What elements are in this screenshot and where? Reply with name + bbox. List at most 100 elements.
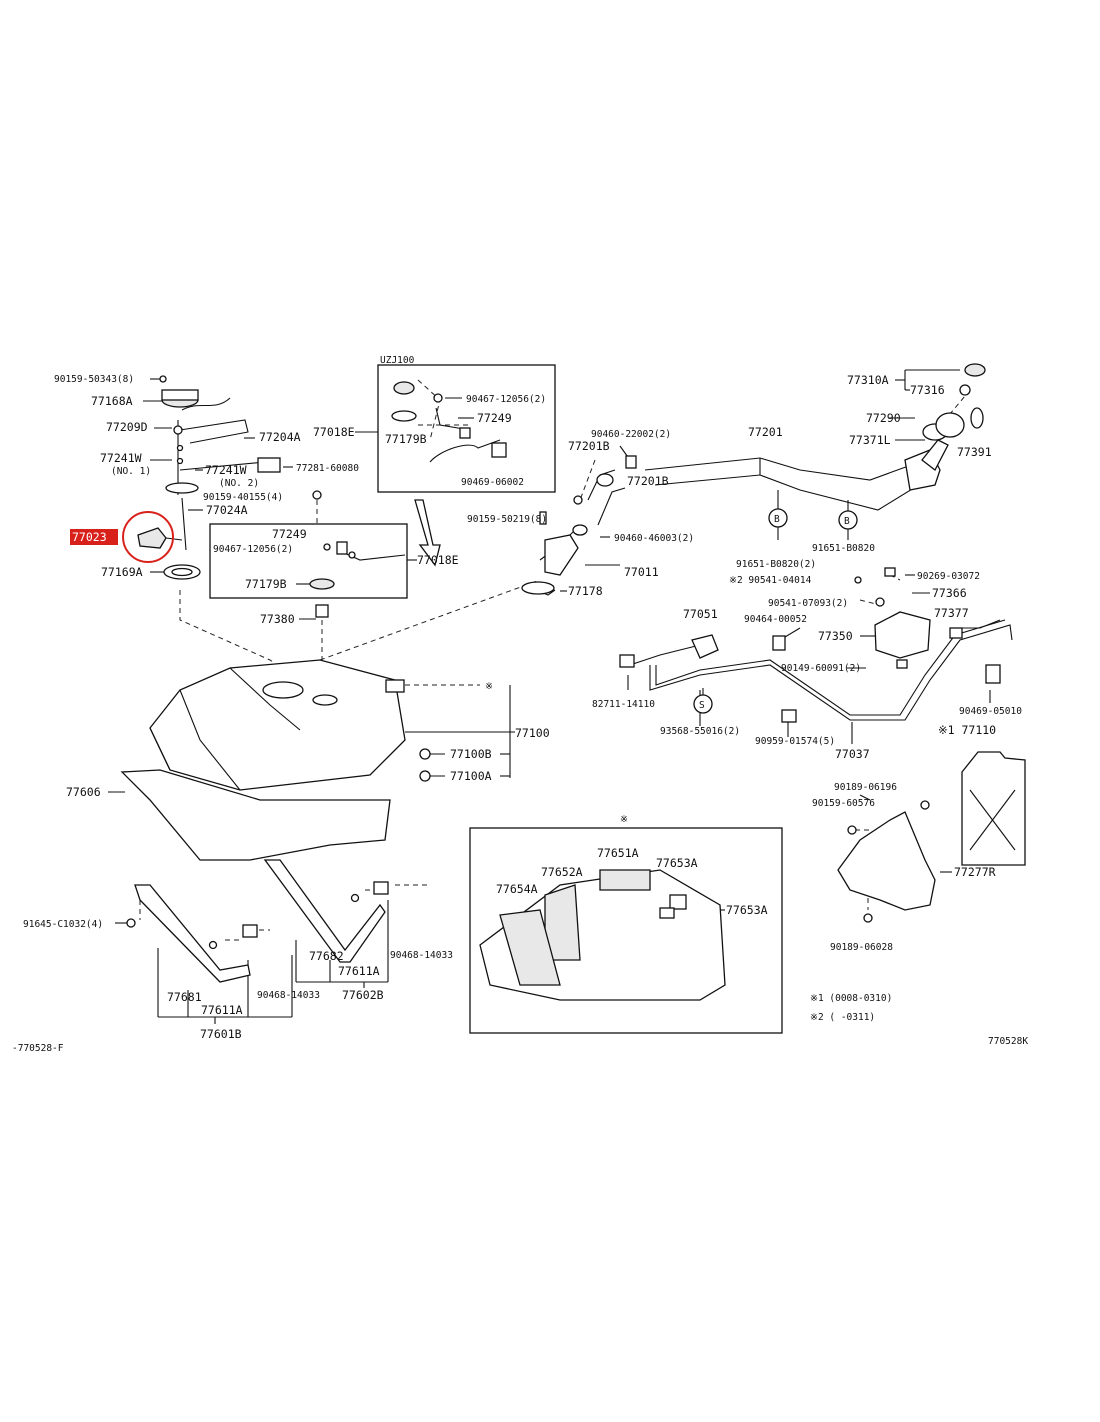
label-91651-B0820: 91651-B0820 — [812, 543, 875, 554]
label-77681: 77681 — [167, 990, 202, 1004]
label-77100: 77100 — [515, 726, 550, 740]
label-93568-55016: 93568-55016(2) — [660, 726, 740, 737]
vent-valve-box — [209, 523, 408, 599]
protector-box — [469, 827, 783, 1034]
label-90159-50343: 90159-50343(8) — [54, 374, 134, 385]
highlight-tag — [70, 529, 118, 545]
sender-float-icon — [137, 527, 167, 549]
label-77037: 77037 — [835, 747, 870, 761]
label-77281-60080: 77281-60080 — [296, 463, 359, 474]
label-77606: 77606 — [66, 785, 101, 799]
label-77201: 77201 — [748, 425, 783, 439]
circle-b-right-label: B — [844, 516, 850, 527]
label-77371L: 77371L — [849, 433, 891, 447]
star-tank: ※ — [485, 681, 493, 692]
label-77179B-vent: 77179B — [245, 577, 287, 591]
label-90460-22002: 90460-22002(2) — [591, 429, 671, 440]
label-77204A: 77204A — [259, 430, 301, 444]
label-77602B: 77602B — [342, 988, 384, 1002]
label-77316: 77316 — [910, 383, 945, 397]
jerry-can-icon — [961, 751, 1026, 866]
label-77350: 77350 — [818, 629, 853, 643]
label-77169A: 77169A — [101, 565, 143, 579]
ref-left: -770528-F — [12, 1043, 64, 1054]
footnote-1: ※1 (0008-0310) — [810, 993, 892, 1004]
label-77018E-uzj: 77018E — [313, 425, 355, 439]
label-77653A-top: 77653A — [656, 856, 698, 870]
label-77209D: 77209D — [106, 420, 148, 434]
band-right-icon — [263, 859, 386, 963]
uzj100-box — [377, 364, 556, 493]
label-90464-00052: 90464-00052 — [744, 614, 807, 625]
label-77110: ※1 77110 — [938, 723, 996, 737]
fuel-lid-icon — [874, 611, 931, 659]
labels: 90159-50343(8) 77168A 77209D 77204A 7724… — [12, 355, 1028, 1054]
label-77178: 77178 — [568, 584, 603, 598]
label-77611A-right: 77611A — [338, 964, 380, 978]
label-82711-14110: 82711-14110 — [592, 699, 655, 710]
label-90468-14033-right: 90468-14033 — [390, 950, 453, 961]
label-90467-12056-uzj: 90467-12056(2) — [466, 394, 546, 405]
label-77241W-no2: 77241W — [205, 463, 247, 477]
label-77651A: 77651A — [597, 846, 639, 860]
label-77611A-left: 77611A — [201, 1003, 243, 1017]
label-90189-06196: 90189-06196 — [834, 782, 897, 793]
fuel-tank-icon — [149, 659, 406, 791]
label-77011: 77011 — [624, 565, 659, 579]
label-77100A: 77100A — [450, 769, 492, 783]
label-77377: 77377 — [934, 606, 969, 620]
label-90469-06002: 90469-06002 — [461, 477, 524, 488]
label-90189-06028: 90189-06028 — [830, 942, 893, 953]
label-77249-vent: 77249 — [272, 527, 307, 541]
circle-s-label: S — [699, 700, 705, 711]
star-box: ※ — [620, 814, 628, 825]
label-77380: 77380 — [260, 612, 295, 626]
label-77241W-no1-sub: (NO. 1) — [111, 466, 151, 477]
label-90468-14033-left: 90468-14033 — [257, 990, 320, 1001]
label-77654A: 77654A — [496, 882, 538, 896]
label-77277R: 77277R — [954, 865, 996, 879]
label-77241W-no1: 77241W — [100, 451, 142, 465]
label-77601B: 77601B — [200, 1027, 242, 1041]
label-77652A: 77652A — [541, 865, 583, 879]
label-90149-60091: 90149-60091(2) — [781, 663, 861, 674]
label-77653A-right: 77653A — [726, 903, 768, 917]
parts — [120, 363, 1026, 1001]
label-77179B-uzj: 77179B — [385, 432, 427, 446]
label-77682: 77682 — [309, 949, 344, 963]
label-77100B: 77100B — [450, 747, 492, 761]
label-77168A: 77168A — [91, 394, 133, 408]
label-77018E-vent: 77018E — [417, 553, 459, 567]
label-77366: 77366 — [932, 586, 967, 600]
lower-protector-icon — [120, 769, 391, 861]
label-77023: 77023 — [72, 530, 107, 544]
ref-right: 770528K — [988, 1036, 1028, 1047]
label-90269-03072: 90269-03072 — [917, 571, 980, 582]
label-77290: 77290 — [866, 411, 901, 425]
label-77051: 77051 — [683, 607, 718, 621]
label-90469-05010: 90469-05010 — [959, 706, 1022, 717]
label-77310A: 77310A — [847, 373, 889, 387]
pipes — [177, 397, 1013, 721]
heat-shield-icon — [837, 811, 936, 911]
label-90159-50219: 90159-50219(8) — [467, 514, 547, 525]
label-77391: 77391 — [957, 445, 992, 459]
label-91651-B0820-2: 91651-B0820(2) — [736, 559, 816, 570]
label-77241W-no2-sub: (NO. 2) — [219, 478, 259, 489]
label-90159-60576: 90159-60576 — [812, 798, 875, 809]
label-77201B-mid: 77201B — [627, 474, 669, 488]
label-91645-C1032: 91645-C1032(4) — [23, 919, 103, 930]
band-left-icon — [134, 884, 251, 983]
label-90467-12056-vent: 90467-12056(2) — [213, 544, 293, 555]
circle-b-left-label: B — [774, 514, 780, 525]
highlight-circle — [122, 511, 174, 563]
label-77024A: 77024A — [206, 503, 248, 517]
label-90159-40155: 90159-40155(4) — [203, 492, 283, 503]
label-77201B-top: 77201B — [568, 439, 610, 453]
label-90460-46003: 90460-46003(2) — [614, 533, 694, 544]
footnote-2: ※2 ( -0311) — [810, 1012, 875, 1023]
label-uzj100: UZJ100 — [380, 355, 415, 366]
label-90541-04014: ※2 90541-04014 — [729, 575, 812, 586]
label-77249-uzj: 77249 — [477, 411, 512, 425]
